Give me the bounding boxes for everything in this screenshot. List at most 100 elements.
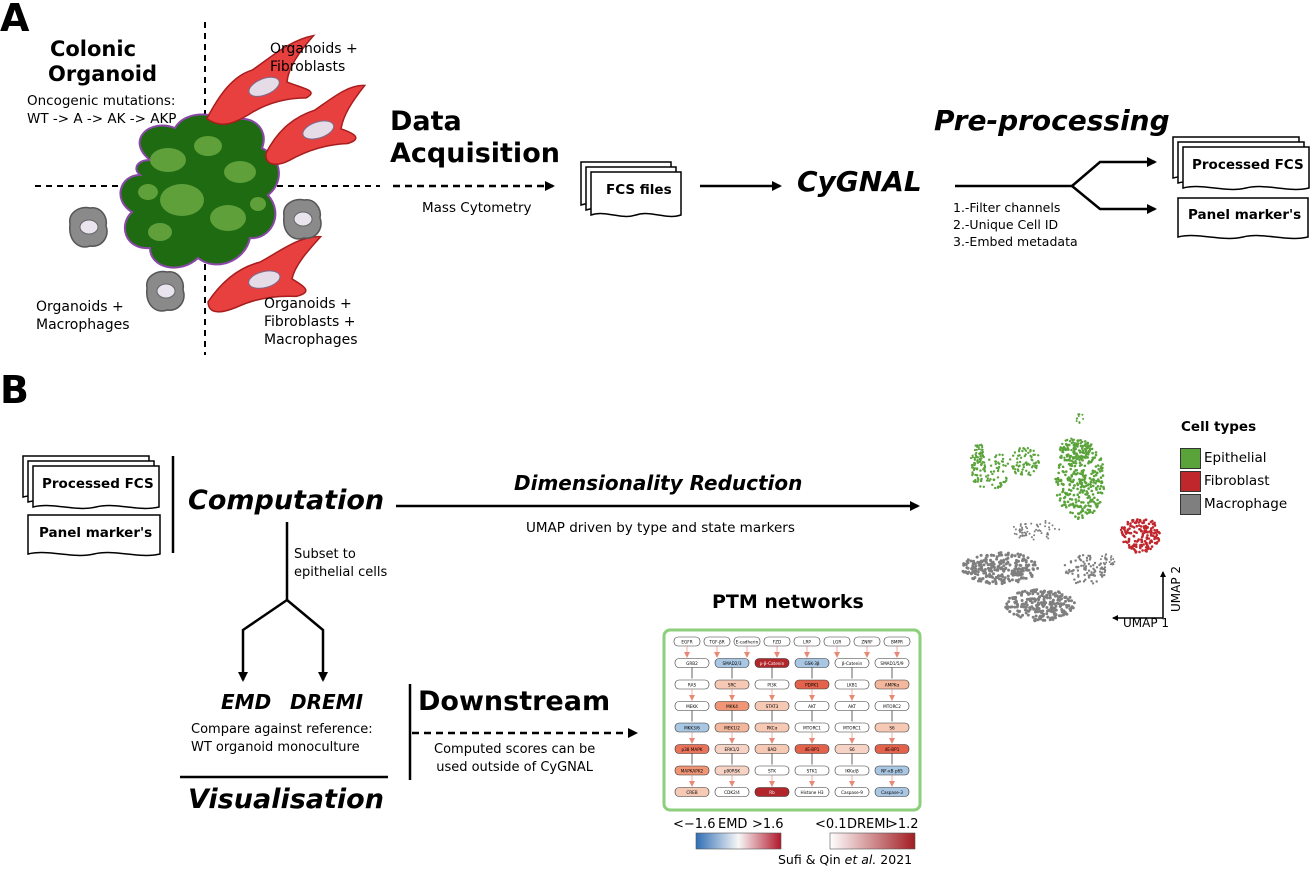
umap-point [1085, 559, 1089, 562]
umap-point [1035, 461, 1038, 464]
umap-point [1060, 608, 1064, 611]
umap-point [972, 561, 976, 565]
umap-point [1025, 591, 1029, 595]
umap-point [977, 447, 981, 451]
umap-point [1157, 539, 1161, 542]
umap-point [1082, 489, 1086, 492]
umap-point [1019, 456, 1023, 459]
umap-driven-label: UMAP driven by type and state markers [526, 520, 795, 536]
umap-point [1087, 554, 1090, 557]
umap-point [965, 566, 969, 570]
umap-point [1129, 531, 1133, 535]
umap-point [1015, 464, 1018, 467]
umap-point [1061, 487, 1065, 491]
umap-point [1002, 480, 1005, 484]
umap-point [1076, 581, 1080, 584]
preprocessing-step-1: 1.-Filter channels [953, 200, 1061, 215]
umap-point [1037, 461, 1041, 464]
umap-point [993, 578, 997, 582]
panel-markers-doc-b [27, 514, 161, 557]
umap-point [1084, 568, 1087, 571]
umap-point [1001, 470, 1005, 473]
umap-point [1025, 469, 1028, 472]
umap-point [1074, 501, 1078, 504]
umap-point [1130, 547, 1133, 550]
umap-point [1017, 578, 1021, 582]
umap-point [1082, 417, 1085, 420]
umap-point [1070, 459, 1073, 462]
umap-point [1131, 518, 1135, 522]
umap-point [1066, 477, 1069, 481]
umap-point [1016, 461, 1019, 464]
umap-point [1079, 559, 1083, 562]
umap-point [1066, 446, 1070, 450]
umap-point [1091, 484, 1095, 488]
network-node-label: ZNRF [861, 640, 873, 645]
umap-point [1092, 474, 1096, 478]
umap-point [1028, 597, 1032, 601]
umap-point [1086, 508, 1090, 512]
network-node-label: RAS [688, 683, 697, 688]
umap-point [1146, 531, 1149, 534]
umap-point [988, 563, 992, 566]
umap-point [1094, 465, 1098, 468]
umap-point [980, 443, 983, 446]
umap-point [1150, 539, 1153, 542]
umap-point [975, 467, 979, 470]
umap-point [1026, 530, 1029, 533]
umap-point [1039, 617, 1043, 621]
umap-point [1078, 512, 1081, 515]
umap-point [1081, 514, 1084, 517]
umap-point [1156, 536, 1160, 540]
umap-point [981, 460, 984, 464]
umap-point [1087, 487, 1090, 490]
umap-point [1078, 464, 1082, 467]
umap-point [1098, 570, 1102, 573]
umap-point [1095, 488, 1098, 491]
umap-point [1088, 496, 1091, 499]
umap-point [1148, 541, 1152, 545]
umap-point [989, 558, 992, 562]
umap-point [1017, 591, 1021, 595]
umap-point [1084, 453, 1088, 457]
umap-point [1020, 471, 1023, 474]
umap-point [1062, 447, 1066, 450]
umap-point [1128, 527, 1131, 530]
network-node-label: BAD [768, 747, 777, 752]
umap-point [1047, 537, 1050, 540]
umap-point [1154, 535, 1158, 539]
umap-point [1099, 558, 1102, 561]
umap-point [1019, 524, 1022, 527]
umap-point [1084, 565, 1088, 568]
umap-point [1077, 556, 1080, 559]
umap-point [1089, 480, 1093, 484]
umap-point [975, 555, 979, 559]
umap-point [1088, 576, 1091, 579]
umap-point [1079, 489, 1083, 492]
umap-point [1032, 449, 1035, 452]
umap-point [1041, 614, 1045, 618]
umap-point [1103, 573, 1106, 577]
umap-point [1008, 610, 1012, 614]
umap-point [975, 448, 978, 451]
umap-point [1080, 483, 1083, 486]
umap-point [1032, 588, 1036, 592]
umap-point [1044, 601, 1048, 605]
umap-point [1091, 582, 1095, 585]
network-node-label: STK [768, 769, 776, 774]
umap-point [1127, 543, 1131, 547]
umap-point [1073, 452, 1077, 455]
network-node [754, 787, 790, 797]
umap-point [1089, 556, 1092, 559]
umap-point [1076, 483, 1080, 487]
umap-point [997, 467, 1000, 471]
umap-point [1012, 612, 1016, 616]
umap-point [1064, 596, 1068, 599]
legend-label-epithelial: Epithelial [1204, 450, 1267, 466]
dremi-scale-label: DREMI [847, 817, 890, 832]
network-node-label: MTORC2 [883, 704, 901, 709]
umap-point [1067, 459, 1070, 462]
dremi-colorbar [829, 832, 916, 850]
umap-point [1142, 543, 1145, 546]
umap-point [984, 561, 988, 564]
